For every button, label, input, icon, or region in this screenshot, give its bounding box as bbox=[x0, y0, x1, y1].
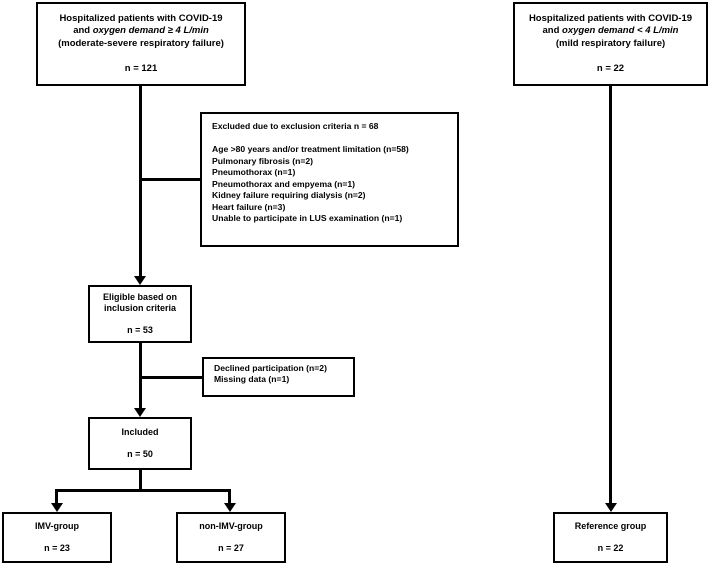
connector-mild-to-reference bbox=[609, 86, 612, 503]
box-eligible: Eligible based on inclusion criteria n =… bbox=[88, 285, 192, 343]
box-non-imv-group: non-IMV-group n = 27 bbox=[176, 512, 286, 563]
eligible-count: n = 53 bbox=[127, 324, 153, 335]
excluded-heading: Excluded due to exclusion criteria n = 6… bbox=[212, 121, 379, 131]
cohort-mild-line2: and oxygen demand < 4 L/min bbox=[542, 25, 679, 37]
cohort-moderate-line2: and oxygen demand ≥ 4 L/min bbox=[73, 25, 209, 37]
connector-split-bar bbox=[55, 489, 228, 492]
arrowhead-to-eligible bbox=[134, 276, 146, 285]
cohort-moderate-line1: Hospitalized patients with COVID-19 bbox=[59, 13, 223, 25]
cohort-mild-line3: (mild respiratory failure) bbox=[555, 37, 666, 49]
excluded-reason: Heart failure (n=3) bbox=[212, 201, 286, 212]
box-reference-group: Reference group n = 22 bbox=[553, 512, 668, 563]
arrowhead-to-reference bbox=[604, 503, 617, 512]
reference-group-label: Reference group bbox=[574, 520, 647, 531]
connector-included-to-split bbox=[138, 470, 142, 491]
connector-split-to-non-imv bbox=[228, 489, 231, 503]
cohort-mild-count: n = 22 bbox=[596, 62, 625, 74]
included-line1: Included bbox=[121, 426, 159, 437]
connector-stem-to-declined bbox=[138, 376, 203, 379]
imv-group-count: n = 23 bbox=[44, 542, 70, 553]
cohort-moderate-count: n = 121 bbox=[124, 62, 158, 74]
arrowhead-to-imv bbox=[50, 503, 63, 512]
box-imv-group: IMV-group n = 23 bbox=[2, 512, 112, 563]
excluded-reason: Age >80 years and/or treatment limitatio… bbox=[212, 144, 409, 154]
arrowhead-to-included bbox=[134, 408, 146, 417]
excluded-reason: Kidney failure requiring dialysis (n=2) bbox=[212, 190, 366, 200]
non-imv-group-label: non-IMV-group bbox=[199, 520, 263, 531]
box-excluded-criteria: Excluded due to exclusion criteria n = 6… bbox=[200, 112, 459, 247]
eligible-line2: inclusion criteria bbox=[103, 303, 177, 314]
excluded-reason: Pneumothorax (n=1) bbox=[212, 167, 296, 177]
oxygen-demand-emphasis-mild: oxygen demand bbox=[562, 25, 635, 37]
excluded-reason: Unable to participate in LUS examination… bbox=[212, 213, 403, 223]
arrowhead-to-non-imv bbox=[223, 503, 236, 512]
box-included: Included n = 50 bbox=[88, 417, 192, 470]
connector-stem-to-excluded bbox=[138, 178, 201, 181]
connector-eligible-to-included bbox=[138, 343, 142, 408]
connector-cohort-to-eligible bbox=[138, 86, 142, 276]
included-count: n = 50 bbox=[127, 448, 153, 459]
excluded-reason-list: Age >80 years and/or treatment limitatio… bbox=[212, 144, 409, 225]
box-declined: Declined participation (n=2) Missing dat… bbox=[202, 357, 355, 397]
oxygen-threshold-emphasis: ≥ 4 L/min bbox=[165, 25, 209, 37]
declined-line1: Declined participation (n=2) bbox=[214, 363, 327, 373]
box-cohort-moderate-severe: Hospitalized patients with COVID-19 and … bbox=[36, 2, 246, 86]
reference-group-count: n = 22 bbox=[597, 542, 624, 553]
eligible-line1: Eligible based on bbox=[102, 291, 177, 302]
non-imv-group-count: n = 27 bbox=[218, 542, 244, 553]
cohort-moderate-line3: (moderate-severe respiratory failure) bbox=[58, 37, 224, 49]
imv-group-label: IMV-group bbox=[35, 520, 79, 531]
oxygen-demand-emphasis: oxygen demand bbox=[92, 25, 166, 37]
box-cohort-mild: Hospitalized patients with COVID-19 and … bbox=[513, 2, 708, 86]
declined-line2: Missing data (n=1) bbox=[214, 374, 290, 384]
connector-split-to-imv bbox=[55, 489, 58, 503]
excluded-reason: Pulmonary fibrosis (n=2) bbox=[212, 155, 313, 166]
cohort-mild-line1: Hospitalized patients with COVID-19 bbox=[528, 13, 693, 25]
excluded-reason: Pneumothorax and empyema (n=1) bbox=[212, 178, 356, 189]
oxygen-threshold-emphasis-mild: < 4 L/min bbox=[634, 25, 679, 37]
